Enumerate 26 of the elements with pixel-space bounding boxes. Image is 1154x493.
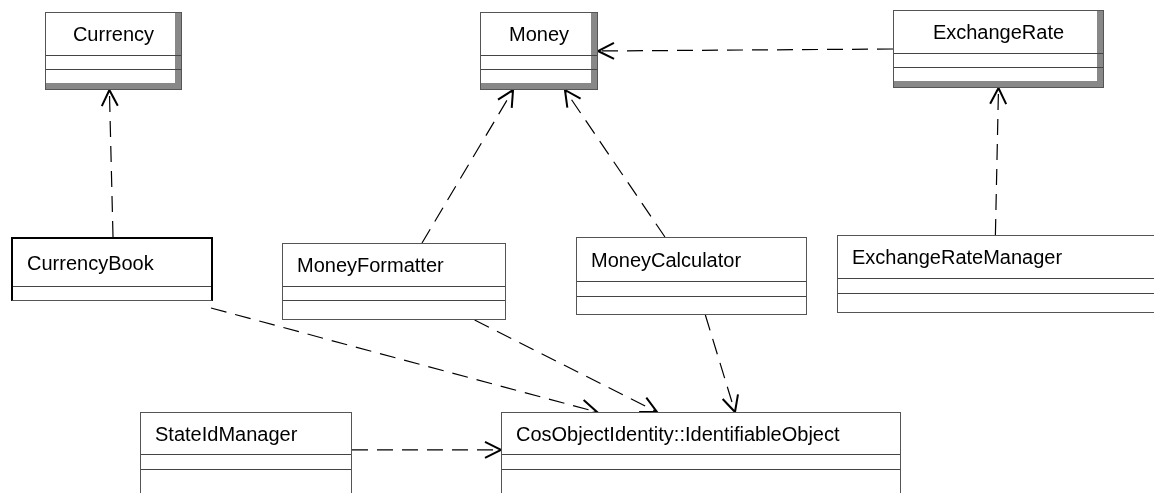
class-box — [45, 12, 182, 90]
class-name: ExchangeRate — [932, 22, 1065, 42]
class-name: CosObjectIdentity::IdentifiableObject — [516, 423, 840, 444]
class-box — [576, 237, 807, 315]
class-box — [837, 235, 1154, 313]
dependency-arrow — [474, 319, 658, 413]
class-name: MoneyCalculator — [591, 249, 742, 270]
dependency-arrow — [563, 89, 666, 238]
dependency-arrow — [704, 314, 739, 413]
class-name: ExchangeRateManager — [852, 247, 1063, 267]
class-box — [282, 243, 506, 320]
class-box — [501, 412, 901, 493]
class-box — [11, 237, 213, 301]
class-name: MoneyFormatter — [297, 255, 444, 275]
class-box — [140, 412, 352, 493]
class-name: Currency — [72, 24, 155, 44]
dependency-arrow — [351, 440, 502, 459]
dependency-arrow — [989, 87, 1008, 236]
class-name: Money — [509, 24, 569, 44]
dependency-arrow — [597, 41, 894, 60]
class-box — [480, 12, 598, 90]
class-name: CurrencyBook — [27, 252, 154, 273]
class-name: StateIdManager — [155, 423, 298, 444]
dependency-arrow — [100, 89, 119, 238]
class-box — [893, 10, 1104, 88]
dependency-arrow — [421, 89, 515, 244]
